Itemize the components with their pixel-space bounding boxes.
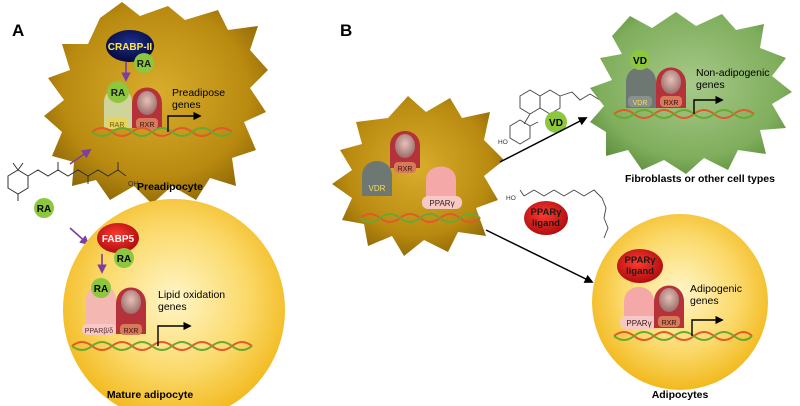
vdr-receptor-source xyxy=(362,161,392,196)
non-adipogenic-line2: genes xyxy=(696,79,725,91)
lipid-oxidation-line1: Lipid oxidation xyxy=(158,289,225,301)
preadipose-transcription-arrow xyxy=(167,111,202,132)
adipocytes-caption: Adipocytes xyxy=(652,389,709,401)
rxr-badge-fibroblast xyxy=(660,96,682,107)
free-ra-label: RA xyxy=(37,204,51,215)
ra-label-crabp: RA xyxy=(137,59,151,70)
ppar-ligand-free-line2: ligand xyxy=(532,218,560,229)
dna-adipocytes xyxy=(613,331,753,341)
ppar-bd-badge xyxy=(82,324,116,335)
ppar-gamma-badge-source xyxy=(422,196,462,209)
dna-preadipocyte xyxy=(91,127,233,137)
vd-oh-label: HO xyxy=(498,139,508,146)
rxr-pocket-adipocytes xyxy=(659,288,679,312)
ppar-bd-label: PPARβ/δ xyxy=(85,328,114,335)
rxr-label-source: RXR xyxy=(398,166,413,173)
vdr-label-fibroblast: VDR xyxy=(633,100,648,107)
retinoic-acid-structure xyxy=(7,162,127,201)
ppar-gamma-badge-adipocytes xyxy=(620,316,658,329)
rxr-label-fibroblast: RXR xyxy=(664,100,679,107)
rxr-label-adipocyte: RXR xyxy=(124,328,139,335)
adipogenic-line1: Adipogenic xyxy=(690,283,742,295)
preadipocyte-caption: Preadipocyte xyxy=(137,181,203,193)
ra-bound-label: RA xyxy=(111,88,125,99)
rxr-badge-adipocytes xyxy=(658,316,680,327)
ppar-ligand-free-line1: PPARγ xyxy=(531,207,563,218)
ppar-bd-receptor-shape xyxy=(86,285,116,334)
rar-badge xyxy=(106,118,128,129)
rxr-badge-adipocyte xyxy=(120,324,142,335)
adipogenic-line2: genes xyxy=(690,295,719,307)
panel-b-label: B xyxy=(340,21,352,40)
ppar-gamma-label-source: PPARγ xyxy=(429,199,454,208)
ra-ligand-bound xyxy=(107,81,129,103)
ra-to-preadipocyte-arrow xyxy=(69,148,92,165)
fibroblast-cell xyxy=(590,12,792,174)
non-adipogenic-line1: Non-adipogenic xyxy=(696,67,770,79)
vdr-badge-fibroblast xyxy=(628,96,652,107)
rar-label: RAR xyxy=(110,122,125,129)
adipogenic-transcription-arrow xyxy=(691,315,724,336)
source-cell xyxy=(332,96,504,256)
fibroblast-caption: Fibroblasts or other cell types xyxy=(625,173,775,185)
dna-fibroblast xyxy=(613,109,755,119)
ra-to-adipocyte-arrow xyxy=(69,227,90,246)
crabp2-label: CRABP-II xyxy=(108,42,153,53)
vdr-label-source: VDR xyxy=(369,184,386,193)
rxr-pocket-source xyxy=(395,134,415,158)
source-to-fibroblast-arrow xyxy=(499,117,588,163)
ra-ppar-label: RA xyxy=(94,284,108,295)
preadipose-genes-line2: genes xyxy=(172,99,201,111)
dna-source xyxy=(359,213,481,223)
source-to-adipocytes-arrow xyxy=(485,229,594,283)
rxr-label-adipocytes: RXR xyxy=(662,320,677,327)
vd-bound-label: VD xyxy=(633,56,647,67)
panel-a-label: A xyxy=(12,21,24,40)
preadipose-genes-line1: Preadipose xyxy=(172,87,225,99)
ra-acid-oh: OH xyxy=(128,181,139,188)
rxr-pocket xyxy=(137,91,157,115)
fatty-acid-structure xyxy=(519,189,609,239)
fatty-acid-oh: HO xyxy=(506,195,516,202)
fabp5-protein xyxy=(97,223,139,253)
ppar-ligand-bound-line2: ligand xyxy=(626,266,654,277)
vd-ligand xyxy=(545,111,567,133)
vd-ligand-label: VD xyxy=(549,118,563,129)
rxr-badge xyxy=(136,118,158,129)
dna-adipocyte xyxy=(71,341,253,351)
vd-ligand-bound xyxy=(630,50,650,70)
rxr-badge-source xyxy=(394,162,416,173)
lipid-oxidation-transcription-arrow xyxy=(157,321,192,346)
rxr-pocket-fibroblast xyxy=(661,70,681,94)
ra-label-fabp5: RA xyxy=(117,254,131,265)
lipid-oxidation-line2: genes xyxy=(158,301,187,313)
free-ra-ligand xyxy=(34,198,54,218)
ra-ligand-fabp5 xyxy=(114,248,134,268)
ppar-gamma-label-adipocytes: PPARγ xyxy=(626,319,651,328)
ra-ligand-crabp xyxy=(134,53,154,73)
rxr-label: RXR xyxy=(140,122,155,129)
ppar-gamma-ligand-free xyxy=(524,201,568,235)
ppar-gamma-ligand-bound xyxy=(617,249,663,283)
mature-adipocyte-caption: Mature adipocyte xyxy=(107,389,194,401)
ppar-ligand-bound-line1: PPARγ xyxy=(625,255,657,266)
non-adipogenic-transcription-arrow xyxy=(693,95,724,114)
ra-ligand-ppar xyxy=(91,278,111,298)
fabp5-label: FABP5 xyxy=(102,234,135,245)
rxr-pocket-adipocyte xyxy=(121,290,141,314)
